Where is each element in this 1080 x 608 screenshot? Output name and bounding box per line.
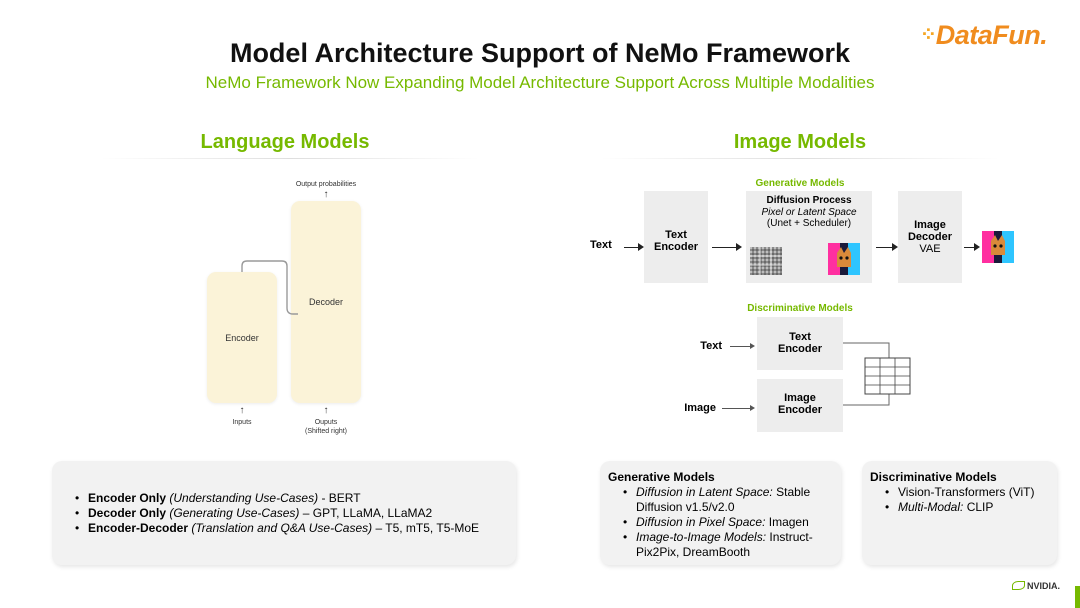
datafun-logo: ⁘DataFun. [920, 20, 1048, 51]
page-title: Model Architecture Support of NeMo Frame… [229, 38, 851, 68]
language-bullet-list: Encoder Only (Understanding Use-Cases) -… [74, 491, 528, 536]
bullet-rest: Stable Diffusion v1.5/v2.0 [636, 485, 811, 514]
gen-text-input-label: Text [590, 239, 612, 251]
bullet-italic: Multi-Modal: [898, 500, 964, 514]
encoder-block: Encoder [207, 272, 277, 403]
list-item: Image-to-Image Models: Instruct-Pix2Pix,… [623, 530, 841, 560]
list-item: Vision-Transformers (ViT) [885, 485, 1068, 500]
noise-image-icon [750, 247, 782, 275]
text-encoder-line1: Text [665, 229, 687, 241]
bullet-rest: Imagen [765, 515, 809, 529]
disc-text-encoder-box: Text Encoder [757, 317, 843, 370]
generative-bullet-list: Diffusion in Latent Space: Stable Diffus… [622, 485, 841, 560]
list-item: Multi-Modal: CLIP [885, 500, 1068, 515]
bullet-bold: Encoder-Decoder [88, 521, 189, 535]
similarity-grid-icon [864, 357, 911, 395]
arrow-line [730, 346, 750, 347]
disc-image-encoder-line1: Image [784, 392, 816, 404]
bullet-italic: Image-to-Image Models: [636, 530, 767, 544]
image-decoder-box: Image Decoder VAE [898, 191, 962, 283]
arrow-line [722, 408, 750, 409]
diffusion-subtitle: Pixel or Latent Space [761, 207, 857, 218]
logo-text: DataFun. [935, 20, 1048, 50]
arrow-line [624, 247, 638, 248]
list-item: Diffusion in Pixel Space: Imagen [623, 515, 841, 530]
list-item: Encoder-Decoder (Translation and Q&A Use… [75, 521, 528, 536]
decoder-block: Decoder [291, 201, 361, 403]
encoder-label: Encoder [225, 333, 259, 343]
output-probabilities-label: Output probabilities [295, 181, 357, 188]
disc-text-encoder-line1: Text [789, 331, 811, 343]
arrow-right-icon [750, 405, 755, 411]
disc-text-encoder-line2: Encoder [777, 343, 822, 355]
decoder-line1: Image [914, 219, 946, 231]
bullet-italic: Diffusion in Latent Space: [636, 485, 773, 499]
encoder-decoder-connector [241, 260, 298, 315]
disc-image-encoder-box: Image Encoder [757, 379, 843, 432]
bullet-rest: Instruct-Pix2Pix, DreamBooth [636, 530, 813, 559]
nvidia-logo-text: NVIDIA. [1027, 581, 1061, 591]
disc-image-input-label: Image [684, 402, 716, 414]
arrow-line [712, 247, 736, 248]
bullet-rest: - BERT [321, 491, 361, 505]
language-models-heading: Language Models [200, 131, 370, 153]
decoder-line2: Decoder [907, 231, 953, 243]
outputs-label: Ouputs [314, 419, 338, 426]
discriminative-models-label: Discriminative Models [747, 303, 853, 314]
arrow-line [876, 247, 892, 248]
arrow-right-icon [750, 343, 755, 349]
discriminative-bullet-list: Vision-Transformers (ViT) Multi-Modal: C… [884, 485, 1068, 515]
disc-image-encoder-line2: Encoder [777, 404, 822, 416]
language-divider [100, 158, 480, 159]
arrow-right-icon [736, 243, 742, 251]
bullet-italic: (Translation and Q&A Use-Cases) [191, 521, 373, 535]
bullet-rest: – T5, mT5, T5-MoE [375, 521, 480, 535]
generated-cat-image-icon [828, 243, 860, 275]
bullet-bold: Encoder Only [88, 491, 167, 505]
generative-models-label: Generative Models [755, 178, 845, 189]
bullet-bold: Decoder Only [88, 506, 167, 520]
arrow-line [964, 247, 974, 248]
outputs-arrow-icon: ↑ [323, 405, 329, 416]
nvidia-logo: NVIDIA. [1012, 581, 1060, 591]
nvidia-eye-icon [1012, 581, 1025, 590]
bullet-italic: (Understanding Use-Cases) [169, 491, 319, 505]
inputs-arrow-icon: ↑ [239, 405, 245, 416]
list-item: Diffusion in Latent Space: Stable Diffus… [623, 485, 841, 515]
decoder-label: Decoder [308, 297, 344, 307]
outputs-shifted-label: (Shifted right) [304, 428, 348, 435]
text-encoder-line2: Encoder [653, 241, 698, 253]
generative-panel-title: Generative Models [608, 470, 715, 484]
list-item: Encoder Only (Understanding Use-Cases) -… [75, 491, 528, 506]
similarity-matrix-diagram [843, 342, 911, 406]
bullet-italic: Diffusion in Pixel Space: [636, 515, 766, 529]
diffusion-process-box: Diffusion Process Pixel or Latent Space … [746, 191, 872, 283]
text-encoder-box: Text Encoder [644, 191, 708, 283]
image-divider [600, 158, 1000, 159]
language-bullets-panel: Encoder Only (Understanding Use-Cases) -… [52, 461, 516, 565]
logo-dots-icon: ⁘ [920, 24, 937, 46]
discriminative-models-panel: Discriminative Models Vision-Transformer… [862, 461, 1057, 565]
bullet-rest: – GPT, LLaMA, LLaMA2 [302, 506, 433, 520]
up-arrow-icon: ↑ [323, 189, 329, 200]
list-item: Decoder Only (Generating Use-Cases) – GP… [75, 506, 528, 521]
arrow-right-icon [638, 243, 644, 251]
inputs-label: Inputs [232, 419, 252, 426]
page-subtitle: NeMo Framework Now Expanding Model Archi… [205, 73, 875, 92]
arrow-right-icon [892, 243, 898, 251]
image-models-heading: Image Models [733, 131, 867, 153]
disc-text-input-label: Text [700, 340, 722, 352]
decoder-line3: VAE [919, 243, 941, 255]
output-cat-image-icon [982, 231, 1014, 263]
diffusion-subtitle2: (Unet + Scheduler) [766, 218, 852, 229]
bullet-rest: Vision-Transformers (ViT) [898, 485, 1035, 499]
diffusion-title: Diffusion Process [766, 195, 852, 206]
arrow-right-icon [974, 243, 980, 251]
bullet-italic: (Generating Use-Cases) [169, 506, 300, 520]
discriminative-panel-title: Discriminative Models [870, 470, 997, 484]
accent-corner-bar [1075, 586, 1080, 608]
bullet-rest: CLIP [963, 500, 994, 514]
generative-models-panel: Generative Models Diffusion in Latent Sp… [600, 461, 841, 565]
